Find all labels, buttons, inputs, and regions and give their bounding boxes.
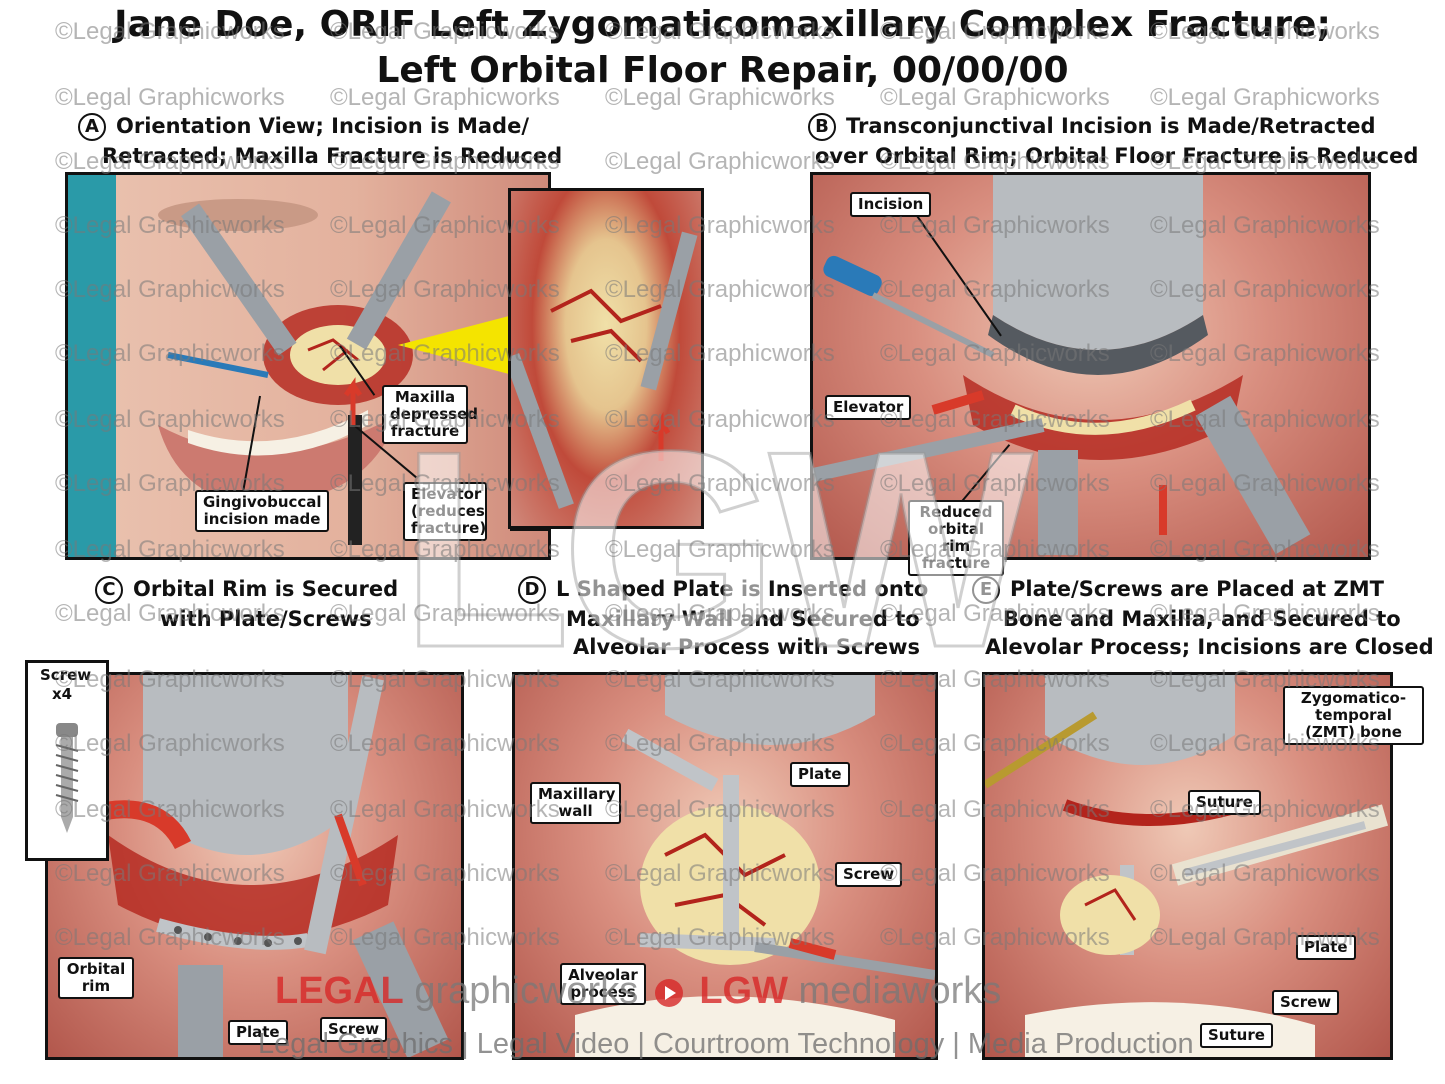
label-elevator-a: Elevator (reduces fracture) — [403, 482, 487, 541]
label-screw-e: Screw — [1272, 990, 1340, 1015]
label-screw-c: Screw — [320, 1017, 388, 1042]
label-maxilla-fracture: Maxilla depressed fracture — [382, 385, 478, 444]
panel-c-heading-line2: with Plate/Screws — [160, 607, 372, 631]
face-drawing — [158, 191, 513, 545]
label-orbital-rim: Orbital rim — [58, 957, 134, 999]
panel-e-heading-line2: Bone and Maxilla, and Secured to — [1003, 607, 1401, 631]
lgw-watermark-mark: LGW — [398, 393, 1034, 708]
label-elevator-b: Elevator — [825, 395, 912, 420]
label-gingivobuccal-incision: Gingivobuccal incision made — [195, 490, 329, 532]
screw-inset-count: x4 — [52, 685, 73, 703]
label-plate-d: Plate — [790, 762, 850, 787]
panel-d-letter: D — [518, 576, 546, 604]
panel-c-illustration — [45, 672, 464, 1060]
copyright-watermark: ©Legal Graphicworks — [605, 148, 835, 175]
yellow-pointer — [398, 315, 513, 375]
label-reduced-orbital-rim: Reduced orbital rim fracture — [908, 500, 1004, 576]
footer-tagline: Legal Graphics | Legal Video | Courtroom… — [258, 1028, 1194, 1060]
panel-c-letter: C — [95, 576, 123, 604]
panel-d-heading-line3: Alveolar Process with Screws — [573, 635, 920, 659]
play-icon — [654, 978, 683, 1007]
footer-brand: LEGAL graphicworks LGW mediaworks — [275, 970, 1002, 1012]
panel-a-heading-line2: Retracted; Maxilla Fracture is Reduced — [102, 144, 563, 168]
label-maxillary-wall: Maxillary wall — [530, 782, 621, 824]
label-alveolar-process: Alveolar process — [560, 963, 646, 1005]
page-title-line2: Left Orbital Floor Repair, 00/00/00 — [376, 50, 1069, 91]
label-incision: Incision — [850, 192, 932, 217]
panel-e-heading-line3: Alevolar Process; Incisions are Closed — [985, 635, 1434, 659]
panel-d-heading-line2: Maxillary Wall and Secured to — [566, 607, 920, 631]
label-suture-bottom: Suture — [1200, 1023, 1273, 1048]
label-screw-d: Screw — [835, 862, 903, 887]
panel-a-letter: A — [78, 113, 106, 141]
label-plate-c: Plate — [228, 1020, 288, 1045]
label-plate-e: Plate — [1296, 935, 1356, 960]
screw-inset-title: Screw — [40, 666, 92, 684]
panel-b-illustration — [810, 172, 1371, 560]
panel-e-letter: E — [972, 576, 1000, 604]
label-zmt-bone: Zygomatico-temporal (ZMT) bone — [1283, 686, 1424, 745]
label-suture-top: Suture — [1188, 790, 1261, 815]
screw-inset-box — [25, 660, 109, 861]
panel-a-inset-frame — [504, 188, 704, 529]
panel-b-heading-line2: over Orbital Rim; Orbital Floor Fracture… — [815, 144, 1419, 168]
panel-b-letter: B — [808, 113, 836, 141]
page-title-line1: Jane Doe, ORIF Left Zygomaticomaxillary … — [114, 4, 1331, 45]
